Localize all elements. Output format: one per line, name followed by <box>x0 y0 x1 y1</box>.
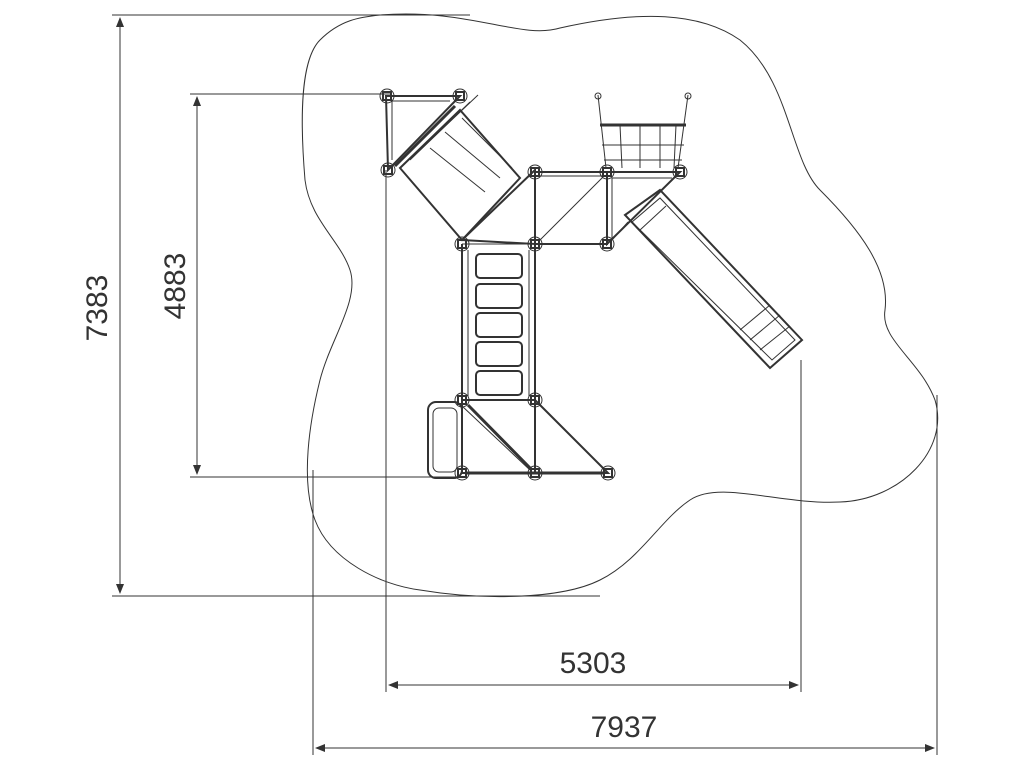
right-upper-platform <box>606 171 683 247</box>
posts <box>379 88 688 481</box>
bottom-platform <box>427 397 611 479</box>
dimension-total-height: 7383 <box>81 14 600 597</box>
total-width-label: 7937 <box>591 711 658 744</box>
tube-slide <box>611 188 804 370</box>
inner-width-label: 5303 <box>560 647 627 680</box>
central-platform <box>459 167 608 246</box>
diagonal-climber <box>398 94 522 242</box>
total-height-label: 7383 <box>81 275 114 342</box>
dimension-inner-height: 4883 <box>159 93 465 478</box>
net-climber <box>594 92 692 169</box>
playground-structure <box>379 88 804 481</box>
top-left-platform <box>384 95 463 173</box>
safety-zone-outline <box>301 13 939 598</box>
dimension-total-width: 7937 <box>312 395 938 755</box>
inner-height-label: 4883 <box>159 253 192 320</box>
dimension-inner-width: 5303 <box>385 170 802 692</box>
vertical-bridge <box>461 244 536 400</box>
